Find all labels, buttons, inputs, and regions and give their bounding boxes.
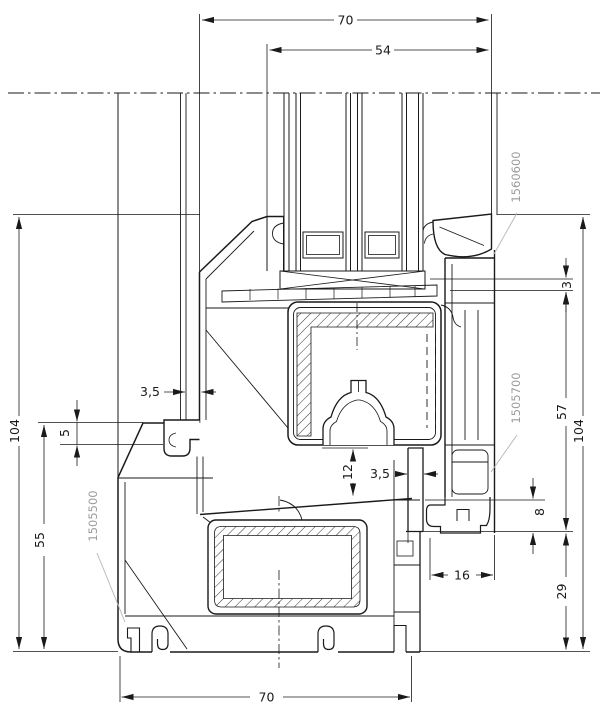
frame-outer-left [117, 422, 164, 653]
part-number-middle-right: 1505700 [509, 372, 523, 423]
dim-left-wall: 3,5 [140, 384, 216, 399]
dim-value-right-bottom: 29 [554, 584, 569, 600]
frame-right-edge [406, 447, 424, 652]
dim-right-overall: 104 [420, 214, 590, 652]
leader-middle-right [490, 434, 518, 473]
sash-plane-lines [180, 93, 187, 423]
coupling-body [444, 250, 496, 533]
dim-value-right-step: 8 [532, 508, 547, 516]
dim-right-width: 16 [429, 535, 495, 583]
dim-right-step: 8 [412, 478, 573, 554]
cap-gasket-fins [422, 221, 434, 244]
dim-value-right-rebate: 57 [554, 404, 569, 420]
dim-value-center-clearance: 12 [340, 464, 355, 480]
dim-value-top-glazing: 54 [375, 43, 391, 58]
glazing-unit [221, 93, 438, 303]
dim-center-wall: 3,5 [370, 457, 438, 543]
frame-profile [117, 422, 424, 668]
frame-corner-notch-left [126, 627, 141, 652]
spacer-bar-1-inner [306, 235, 340, 255]
dim-value-top-overall: 70 [338, 13, 354, 28]
hardware-groove-inner [329, 380, 388, 445]
part-number-top-right: 1560600 [509, 151, 523, 202]
dim-value-center-wall: 3,5 [370, 466, 390, 481]
dim-right-rebate: 57 [554, 292, 570, 530]
sash-outer-contour [198, 215, 284, 423]
dim-top-overall: 70 [199, 13, 492, 272]
frame-front-upstand [196, 456, 204, 514]
dim-value-left-frame-height: 55 [32, 532, 47, 548]
frame-small-cell [396, 540, 414, 557]
dim-left-frame-height: 55 [32, 422, 143, 649]
frame-right-cells [393, 460, 420, 652]
part-labels: 1560600 1505700 1505500 [86, 151, 523, 623]
frame-rebate-floor [199, 497, 413, 516]
dim-value-right-width: 16 [454, 568, 470, 583]
cap-inner-line [439, 226, 485, 246]
coupling-profile [422, 213, 496, 534]
coupling-foot [425, 497, 491, 534]
dim-left-offset: 5 [57, 400, 163, 466]
glazing-packer [221, 284, 438, 303]
sash-steel-reinforcement [296, 312, 434, 437]
frame-corner-notch-right [393, 624, 407, 652]
dim-center-clearance: 12 [322, 447, 368, 496]
coupling-inner-lines [445, 264, 495, 497]
dim-value-left-wall: 3,5 [140, 384, 160, 399]
dim-value-bottom-overall: 70 [259, 690, 275, 705]
part-number-bottom-left: 1505500 [86, 490, 100, 541]
dim-bottom-overall: 70 [119, 656, 412, 705]
wall-line-right [491, 93, 498, 215]
spacer-bar-2 [364, 231, 400, 259]
coupling-cell [451, 449, 489, 495]
frame-foot-hook-1 [151, 625, 169, 652]
glass-panes [283, 93, 424, 271]
leader-bottom-left [96, 552, 126, 623]
dim-value-left-overall: 104 [7, 419, 22, 443]
dim-right-bottom: 29 [554, 533, 570, 650]
dimensions: 70 54 104 55 5 [7, 13, 590, 705]
sash-bottom-lip [163, 419, 200, 457]
frame-gasket-curl [168, 432, 177, 448]
sash-steel-dashed [426, 334, 436, 428]
cap-profile [432, 213, 493, 258]
spacer-bar-2-inner [368, 235, 396, 255]
dim-value-right-gap: 3 [559, 281, 574, 289]
frame-steel-reinforcement [214, 526, 361, 608]
frame-foot-hook-2 [317, 625, 335, 652]
coupling-foot-notch [456, 509, 470, 521]
dim-left-overall: 104 [7, 214, 200, 652]
leader-top-right [493, 212, 518, 255]
spacer-bar-1 [302, 231, 344, 259]
frame-main-chamber [207, 519, 368, 615]
dim-value-left-offset: 5 [57, 429, 72, 437]
dim-top-glazing: 54 [266, 43, 489, 216]
dim-value-right-overall: 104 [571, 419, 586, 443]
glazing-gasket-curl [272, 222, 284, 245]
sash-right-gasket [440, 304, 462, 328]
sash-profile [163, 215, 462, 457]
sash-inner-contour [205, 230, 289, 429]
section-artwork [8, 92, 600, 668]
